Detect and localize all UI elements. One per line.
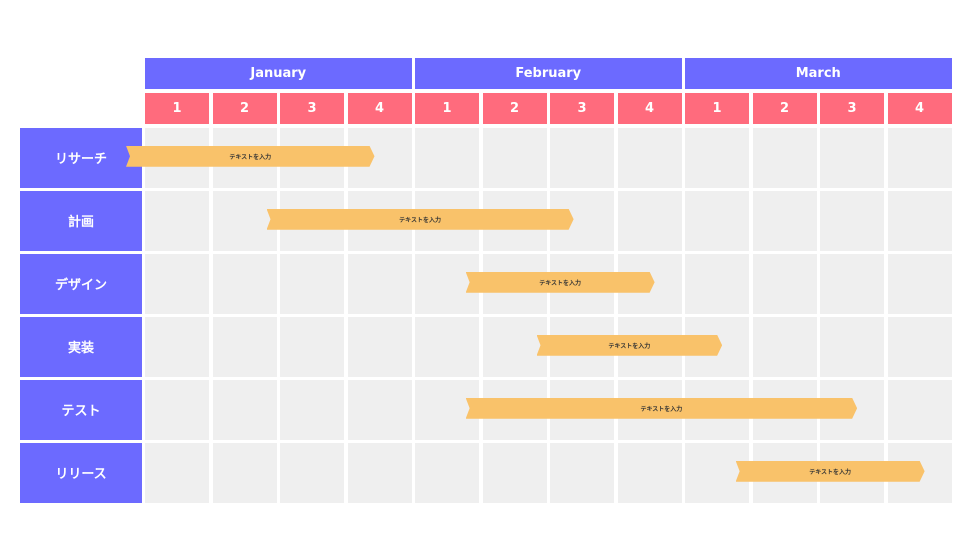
task-label: 実装	[20, 317, 142, 377]
week-header: 3	[820, 93, 884, 124]
grid-cell	[617, 191, 682, 251]
grid-cell	[347, 254, 412, 314]
grid-cell	[415, 317, 479, 377]
task-label: デザイン	[20, 254, 142, 314]
grid-cell	[617, 128, 682, 188]
week-header: 4	[617, 93, 682, 124]
grid-cell	[212, 317, 277, 377]
task-bar[interactable]: テキストを入力	[126, 146, 375, 167]
grid-cell	[482, 443, 547, 503]
task-label: 計画	[20, 191, 142, 251]
grid-cell	[280, 443, 344, 503]
month-header-march: March	[685, 58, 952, 89]
week-header: 2	[212, 93, 277, 124]
bar-arrow-shape	[126, 146, 375, 167]
task-bar[interactable]: テキストを入力	[466, 398, 858, 419]
bar-text: テキストを入力	[229, 153, 272, 161]
task-label: リリース	[20, 443, 142, 503]
grid-cell	[415, 128, 479, 188]
grid-cell	[887, 254, 952, 314]
week-header: 1	[415, 93, 479, 124]
task-bar[interactable]: テキストを入力	[537, 335, 723, 356]
bar-arrow-shape	[466, 272, 655, 293]
bar-text: テキストを入力	[399, 216, 441, 224]
grid-cell	[415, 254, 479, 314]
grid-cell	[482, 128, 547, 188]
week-header: 4	[887, 93, 952, 124]
grid-cell	[280, 380, 344, 440]
grid-cell	[347, 443, 412, 503]
grid-cell	[415, 443, 479, 503]
grid-cell	[685, 128, 749, 188]
week-header: 2	[752, 93, 817, 124]
task-label: リサーチ	[20, 128, 142, 188]
grid-cell	[550, 443, 614, 503]
week-header: 3	[550, 93, 614, 124]
task-label: テスト	[20, 380, 142, 440]
grid-cell	[212, 191, 277, 251]
week-header: 2	[482, 93, 547, 124]
bar-arrow-shape	[267, 209, 574, 230]
grid-cell	[145, 191, 209, 251]
grid-cell	[347, 317, 412, 377]
grid-cell	[820, 128, 884, 188]
grid-cell	[887, 128, 952, 188]
week-header: 3	[280, 93, 344, 124]
task-bar[interactable]: テキストを入力	[267, 209, 574, 230]
grid-cell	[752, 317, 817, 377]
grid-cell	[482, 317, 547, 377]
grid-cell	[820, 254, 884, 314]
grid-cell	[280, 254, 344, 314]
grid-cell	[685, 443, 749, 503]
week-header: 4	[347, 93, 412, 124]
grid-cell	[752, 128, 817, 188]
grid-cell	[617, 443, 682, 503]
grid-cell	[685, 254, 749, 314]
grid-cell	[145, 254, 209, 314]
grid-cell	[415, 380, 479, 440]
grid-cell	[820, 191, 884, 251]
month-header-february: February	[415, 58, 682, 89]
bar-arrow-shape	[736, 461, 925, 482]
grid-cell	[212, 443, 277, 503]
grid-cell	[212, 380, 277, 440]
grid-cell	[550, 128, 614, 188]
task-bar[interactable]: テキストを入力	[466, 272, 655, 293]
task-bar[interactable]: テキストを入力	[736, 461, 925, 482]
bar-text: テキストを入力	[608, 342, 651, 350]
grid-cell	[752, 191, 817, 251]
grid-cell	[887, 380, 952, 440]
bar-arrow-shape	[537, 335, 723, 356]
bar-arrow-shape	[466, 398, 858, 419]
grid-cell	[212, 254, 277, 314]
week-header: 1	[685, 93, 749, 124]
grid-cell	[887, 317, 952, 377]
grid-cell	[145, 443, 209, 503]
grid-cell	[145, 317, 209, 377]
grid-cell	[820, 317, 884, 377]
bar-text: テキストを入力	[539, 279, 582, 287]
week-header: 1	[145, 93, 209, 124]
grid-cell	[685, 191, 749, 251]
bar-text: テキストを入力	[809, 468, 852, 476]
grid-cell	[887, 191, 952, 251]
grid-cell	[752, 254, 817, 314]
grid-cell	[145, 380, 209, 440]
grid-cell	[280, 317, 344, 377]
grid-cell	[347, 380, 412, 440]
bar-text: テキストを入力	[640, 405, 683, 413]
month-header-january: January	[145, 58, 412, 89]
